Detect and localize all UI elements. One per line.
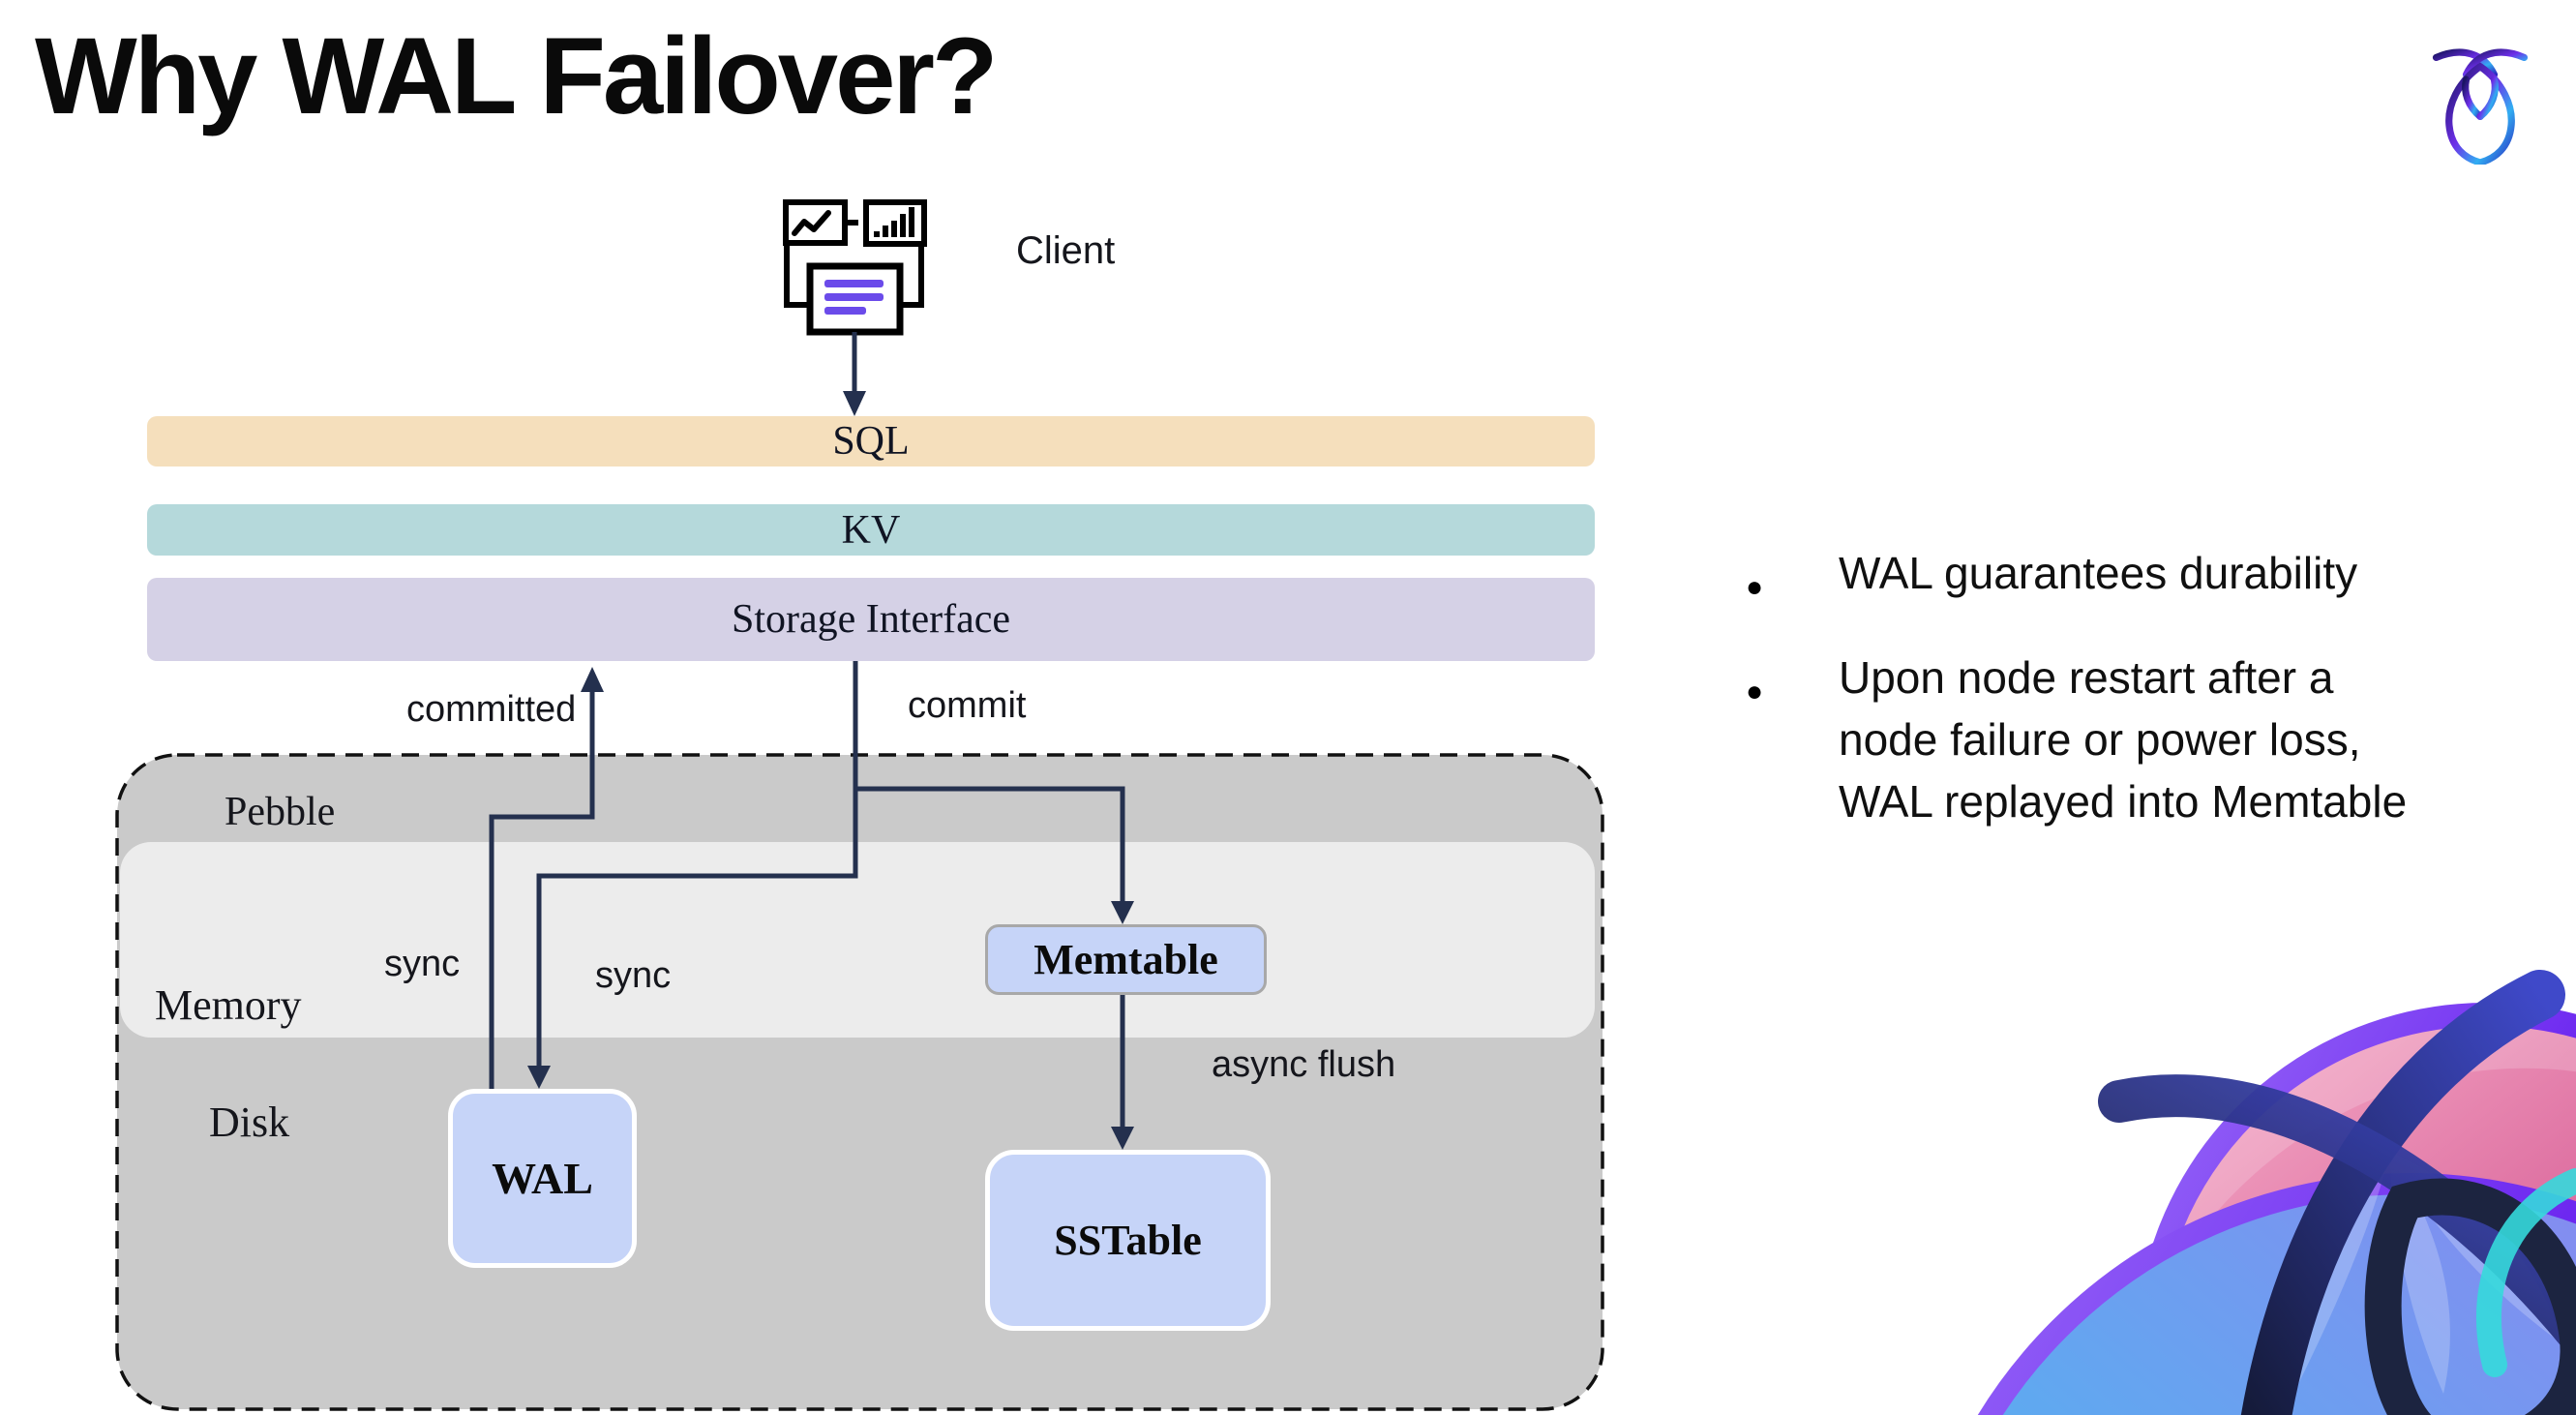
edge-label-sync-left: sync	[384, 944, 461, 984]
document-icon	[784, 245, 924, 336]
bullet-list: ● WAL guarantees durability ● Upon node …	[1742, 542, 2516, 832]
edge-label-sync-right: sync	[595, 955, 672, 996]
decorative-spheres-graphic	[1978, 970, 2576, 1415]
edge-label-async-flush: async flush	[1212, 1044, 1396, 1085]
edge-label-commit: commit	[908, 685, 1027, 726]
client-icon	[783, 199, 927, 336]
diagram-edges	[489, 332, 1134, 1150]
layer-bar-sql: SQL	[147, 416, 1595, 467]
wal-node-label: WAL	[492, 1154, 593, 1203]
layer-bar-storage-interface: Storage Interface	[147, 578, 1595, 661]
edge-label-committed: committed	[406, 689, 577, 730]
bullet-line: Upon node restart after a	[1839, 652, 2334, 703]
client-label: Client	[1016, 229, 1116, 272]
wal-node: WAL	[448, 1089, 637, 1268]
layer-bar-kv: KV	[147, 504, 1595, 556]
bullet-item: ● Upon node restart after a node failure…	[1742, 647, 2516, 832]
bullet-item: ● WAL guarantees durability	[1742, 542, 2516, 604]
layer-bar-kv-label: KV	[841, 507, 901, 553]
arrow-committed-wal-to-storage	[489, 667, 604, 1089]
bullet-line: WAL guarantees durability	[1839, 548, 2358, 598]
bar-chart-icon	[863, 199, 927, 247]
arrow-memtable-to-sstable	[1111, 989, 1134, 1150]
disk-zone-label: Disk	[209, 1099, 290, 1146]
bullet-dot-icon: ●	[1746, 676, 1764, 708]
cockroachdb-logo-icon	[2432, 48, 2529, 165]
arrow-commit-storage-to-wal	[527, 661, 858, 1089]
page-title: Why WAL Failover?	[35, 15, 998, 136]
dash-connector	[848, 220, 858, 226]
layer-bar-sql-label: SQL	[832, 419, 910, 464]
bullet-dot-icon: ●	[1746, 571, 1764, 603]
bullet-line: WAL replayed into Memtable	[1839, 776, 2408, 827]
arrow-commit-branch-to-memtable	[855, 786, 1134, 924]
sstable-node-label: SSTable	[1054, 1217, 1202, 1264]
memtable-node: Memtable	[985, 924, 1267, 995]
pebble-label: Pebble	[225, 790, 336, 834]
sstable-node: SSTable	[985, 1150, 1271, 1331]
layer-bar-storage-label: Storage Interface	[732, 597, 1010, 642]
memtable-node-label: Memtable	[1033, 936, 1218, 983]
bullet-line: node failure or power loss,	[1839, 714, 2361, 765]
memory-zone-label: Memory	[155, 981, 302, 1029]
arrow-client-to-sql	[843, 332, 866, 416]
line-chart-icon	[783, 199, 848, 246]
